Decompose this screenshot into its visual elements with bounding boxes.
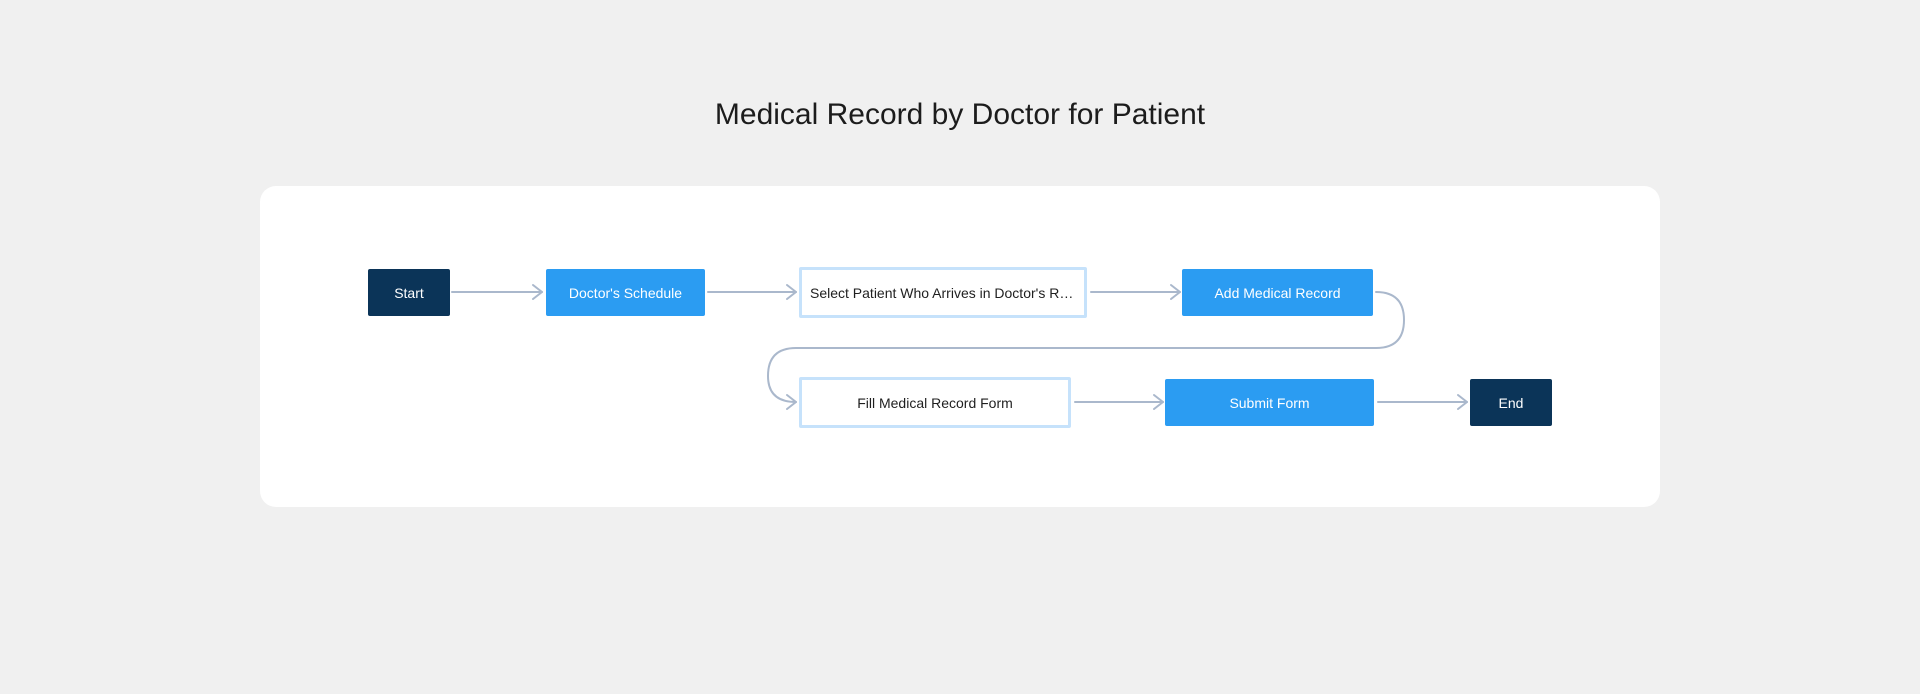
- node-select-patient[interactable]: Select Patient Who Arrives in Doctor's R…: [799, 267, 1087, 318]
- node-select-patient-label: Select Patient Who Arrives in Doctor's R…: [810, 284, 1079, 301]
- node-fill-medical-record-form-label: Fill Medical Record Form: [857, 394, 1013, 411]
- node-start[interactable]: Start: [368, 269, 450, 316]
- node-doctors-schedule[interactable]: Doctor's Schedule: [546, 269, 705, 316]
- node-doctors-schedule-label: Doctor's Schedule: [568, 284, 683, 301]
- node-end-label: End: [1498, 394, 1524, 411]
- diagram-canvas: [260, 186, 1660, 507]
- node-submit-form[interactable]: Submit Form: [1165, 379, 1374, 426]
- node-add-medical-record[interactable]: Add Medical Record: [1182, 269, 1373, 316]
- node-start-label: Start: [394, 284, 424, 301]
- node-add-medical-record-label: Add Medical Record: [1214, 284, 1341, 301]
- node-fill-medical-record-form[interactable]: Fill Medical Record Form: [799, 377, 1071, 428]
- node-submit-form-label: Submit Form: [1229, 394, 1310, 411]
- diagram-title: Medical Record by Doctor for Patient: [714, 98, 1206, 131]
- node-end[interactable]: End: [1470, 379, 1552, 426]
